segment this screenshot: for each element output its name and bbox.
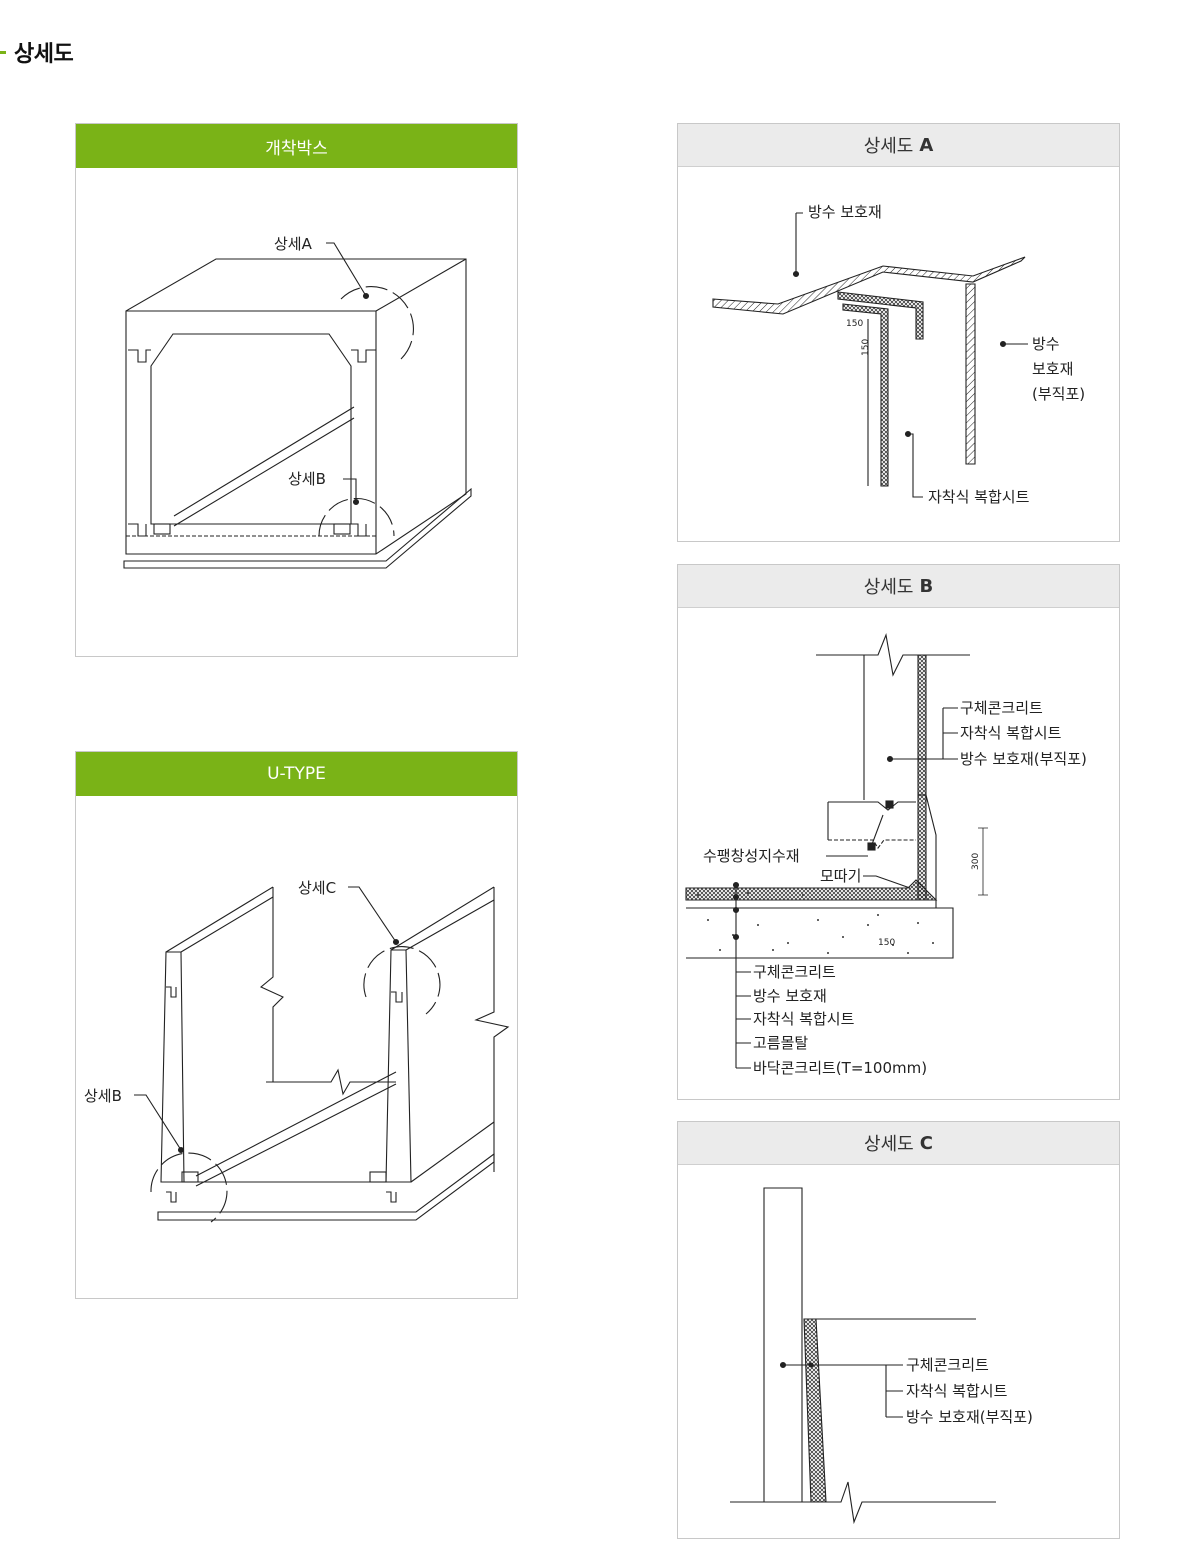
detail-a-title-prefix: 상세도 [863, 136, 914, 157]
detail-c-title-prefix: 상세도 [864, 1134, 914, 1155]
detail-b-wall-label-2: 자착식 복합시트 [960, 724, 1062, 742]
panel-detail-b: 상세도 B [677, 564, 1120, 1100]
detail-a-drawing: 150 150 방수 보호재 방수 보호재 (부직포) 자착식 복합시트 [712, 203, 1085, 506]
detail-b-title-letter: B [919, 575, 934, 597]
detail-b-wall-label-3: 방수 보호재(부직포) [960, 750, 1087, 768]
detail-a-title-letter: A [919, 134, 934, 156]
detail-b-floor-label-4: 고름몰탈 [753, 1034, 808, 1052]
panel-detail-a-header: 상세도 A [678, 124, 1119, 167]
page-heading: 상세도 [0, 36, 74, 68]
panel-utype-header: U-TYPE [76, 752, 517, 796]
page-title: 상세도 [14, 42, 74, 67]
detail-c-label-1: 구체콘크리트 [906, 1356, 989, 1374]
detail-c-title-letter: C [919, 1132, 933, 1154]
panel-detail-b-header: 상세도 B [678, 565, 1119, 608]
detail-b-floor-label-3: 자착식 복합시트 [753, 1010, 855, 1028]
callout-detail-b-utype: 상세B [84, 1087, 122, 1105]
panel-utype: U-TYPE 상세C 상세B [75, 751, 518, 1299]
detail-c-label-3: 방수 보호재(부직포) [906, 1408, 1033, 1426]
detail-b-dim-150: 150 [878, 938, 895, 948]
heading-accent-bar [0, 50, 6, 54]
detail-c-drawing: 구체콘크리트 자착식 복합시트 방수 보호재(부직포) [730, 1187, 1033, 1525]
detail-b-floor-label-5: 바닥콘크리트(T=100mm) [753, 1059, 927, 1077]
detail-b-drawing: 300 150 구체콘크리트 자착식 복합시트 방수 보호재(부직포) 수팽창성… [685, 632, 1087, 1077]
detail-a-sheet: 자착식 복합시트 [928, 488, 1030, 506]
detail-a-protect-right-2: 보호재 [1032, 360, 1073, 378]
panel-box-header: 개착박스 [76, 124, 517, 168]
detail-b-chamfer-label: 모따기 [820, 867, 861, 885]
panel-box: 개착박스 상세A 상세B [75, 123, 518, 657]
detail-b-dim-300: 300 [971, 853, 981, 870]
detail-a-dim-v: 150 [861, 339, 871, 356]
detail-b-swell-label: 수팽창성지수재 [703, 847, 800, 865]
callout-detail-b: 상세B [288, 470, 326, 488]
callout-detail-c: 상세C [298, 879, 336, 897]
detail-a-protect-right-1: 방수 [1032, 335, 1060, 353]
panel-detail-c: 상세도 C 구체콘크리트 자착식 복합시트 방수 보호재(부직포) [677, 1121, 1120, 1539]
callout-detail-a: 상세A [274, 235, 313, 253]
box-drawing: 상세A 상세B [123, 235, 472, 569]
detail-a-protect-top: 방수 보호재 [808, 203, 882, 221]
detail-a-protect-right-3: (부직포) [1032, 385, 1085, 403]
detail-b-floor-label-2: 방수 보호재 [753, 987, 827, 1005]
utype-drawing: 상세C 상세B [84, 879, 510, 1223]
detail-b-wall-label-1: 구체콘크리트 [960, 699, 1043, 717]
panel-detail-c-header: 상세도 C [678, 1122, 1119, 1165]
panel-detail-a: 상세도 A 150 150 방수 보호재 방수 보호재 [677, 123, 1120, 542]
detail-b-title-prefix: 상세도 [863, 577, 914, 598]
detail-a-dim-h: 150 [846, 319, 863, 329]
detail-c-label-2: 자착식 복합시트 [906, 1382, 1008, 1400]
detail-b-floor-label-1: 구체콘크리트 [753, 963, 836, 981]
